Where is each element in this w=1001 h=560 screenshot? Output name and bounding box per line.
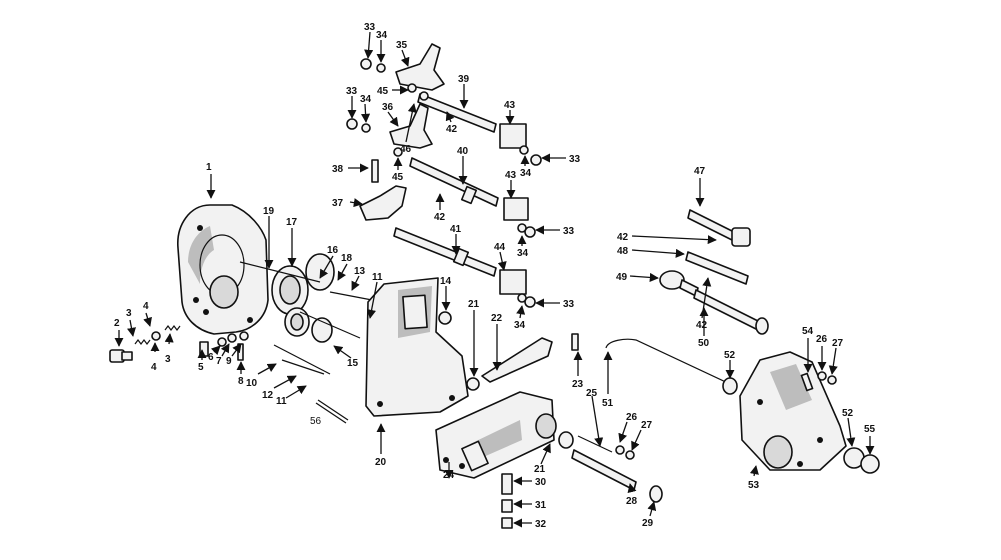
callout-26b: 26	[816, 334, 828, 345]
callout-6: 6	[208, 352, 214, 363]
callout-15: 15	[347, 358, 359, 369]
callout-53: 53	[748, 480, 760, 491]
callout-35: 35	[396, 40, 408, 51]
callout-9: 9	[226, 356, 232, 367]
callout-34c: 34	[520, 168, 532, 179]
lower-housing-part	[435, 391, 557, 479]
callout-33d: 33	[563, 226, 575, 237]
left-housing-part	[177, 204, 269, 335]
callout-28: 28	[626, 496, 638, 507]
callout-41: 41	[450, 224, 462, 235]
callout-22: 22	[491, 313, 503, 324]
callout-33b: 33	[346, 86, 358, 97]
plug-part	[501, 473, 513, 529]
callout-31: 31	[535, 500, 547, 511]
callout-4b: 4	[151, 362, 157, 373]
callout-42d: 42	[696, 320, 708, 331]
callout-10: 10	[246, 378, 258, 389]
callout-21b: 21	[534, 464, 546, 475]
callout-4a: 4	[143, 301, 149, 312]
callout-34b: 34	[360, 94, 372, 105]
callout-32: 32	[535, 519, 547, 530]
callout-36: 36	[382, 102, 394, 113]
callout-14: 14	[440, 276, 452, 287]
callout-27b: 27	[832, 338, 844, 349]
callout-38: 38	[332, 164, 344, 175]
callout-50: 50	[698, 338, 710, 349]
callout-11a: 11	[276, 396, 287, 407]
shift-fork-part	[359, 43, 445, 221]
center-housing-part	[365, 277, 469, 417]
callout-54: 54	[802, 326, 814, 337]
callout-26a: 26	[626, 412, 638, 423]
callout-47: 47	[694, 166, 706, 177]
callout-5: 5	[198, 362, 204, 373]
callout-1: 1	[206, 162, 212, 173]
callout-34e: 34	[514, 320, 526, 331]
callout-33c: 33	[569, 154, 581, 165]
callout-52b: 52	[842, 408, 854, 419]
linkage-rod-part	[605, 338, 731, 385]
callout-7: 7	[216, 356, 222, 367]
callout-44: 44	[494, 242, 506, 253]
callout-24: 24	[443, 470, 455, 481]
callout-49: 49	[616, 272, 628, 283]
callout-3b: 3	[165, 354, 171, 365]
callout-34d: 34	[517, 248, 529, 259]
callout-25: 25	[586, 388, 598, 399]
callout-numbers: 1 2 3 3 4 4 5 6 7 8 9 10 11 11 12 13 14 …	[114, 22, 876, 530]
callout-42b: 42	[434, 212, 446, 223]
callout-21a: 21	[468, 299, 480, 310]
stud-part	[315, 402, 347, 424]
callout-8: 8	[238, 376, 244, 387]
callout-43a: 43	[504, 100, 516, 111]
callout-56: 56	[310, 416, 322, 427]
callout-45b: 45	[392, 172, 404, 183]
callout-20: 20	[375, 457, 387, 468]
callout-48: 48	[617, 246, 629, 257]
callout-17: 17	[286, 217, 298, 228]
drain-plug-part	[109, 349, 133, 363]
callout-30: 30	[535, 477, 547, 488]
callout-33e: 33	[563, 299, 575, 310]
callout-13: 13	[354, 266, 366, 277]
callout-42c: 42	[617, 232, 629, 243]
spring-part	[134, 325, 181, 345]
callout-11b: 11	[372, 272, 383, 283]
callout-16: 16	[327, 245, 339, 256]
callout-39: 39	[458, 74, 470, 85]
callout-55: 55	[864, 424, 876, 435]
right-housing-part	[739, 351, 847, 471]
callout-29: 29	[642, 518, 654, 529]
callout-42a: 42	[446, 124, 458, 135]
callout-12: 12	[262, 390, 274, 401]
callout-46: 46	[400, 144, 412, 155]
callout-34a: 34	[376, 30, 388, 41]
callout-33a: 33	[364, 22, 376, 33]
callout-27a: 27	[641, 420, 653, 431]
callout-45a: 45	[377, 86, 389, 97]
callout-19: 19	[263, 206, 275, 217]
nut-washer-part	[346, 58, 542, 308]
callout-52a: 52	[724, 350, 736, 361]
callout-37: 37	[332, 198, 344, 209]
bolt-part	[371, 159, 379, 183]
callout-2: 2	[114, 318, 120, 329]
seal-part	[649, 485, 663, 503]
callout-23: 23	[572, 379, 584, 390]
callout-40: 40	[457, 146, 469, 157]
shift-rail-part	[393, 93, 499, 277]
leader-lines	[114, 31, 875, 528]
callout-43b: 43	[505, 170, 517, 181]
callout-3a: 3	[126, 308, 132, 319]
shift-lever-part	[481, 337, 553, 383]
output-shaft-part	[659, 209, 769, 335]
callout-18: 18	[341, 253, 353, 264]
callout-51: 51	[602, 398, 614, 409]
